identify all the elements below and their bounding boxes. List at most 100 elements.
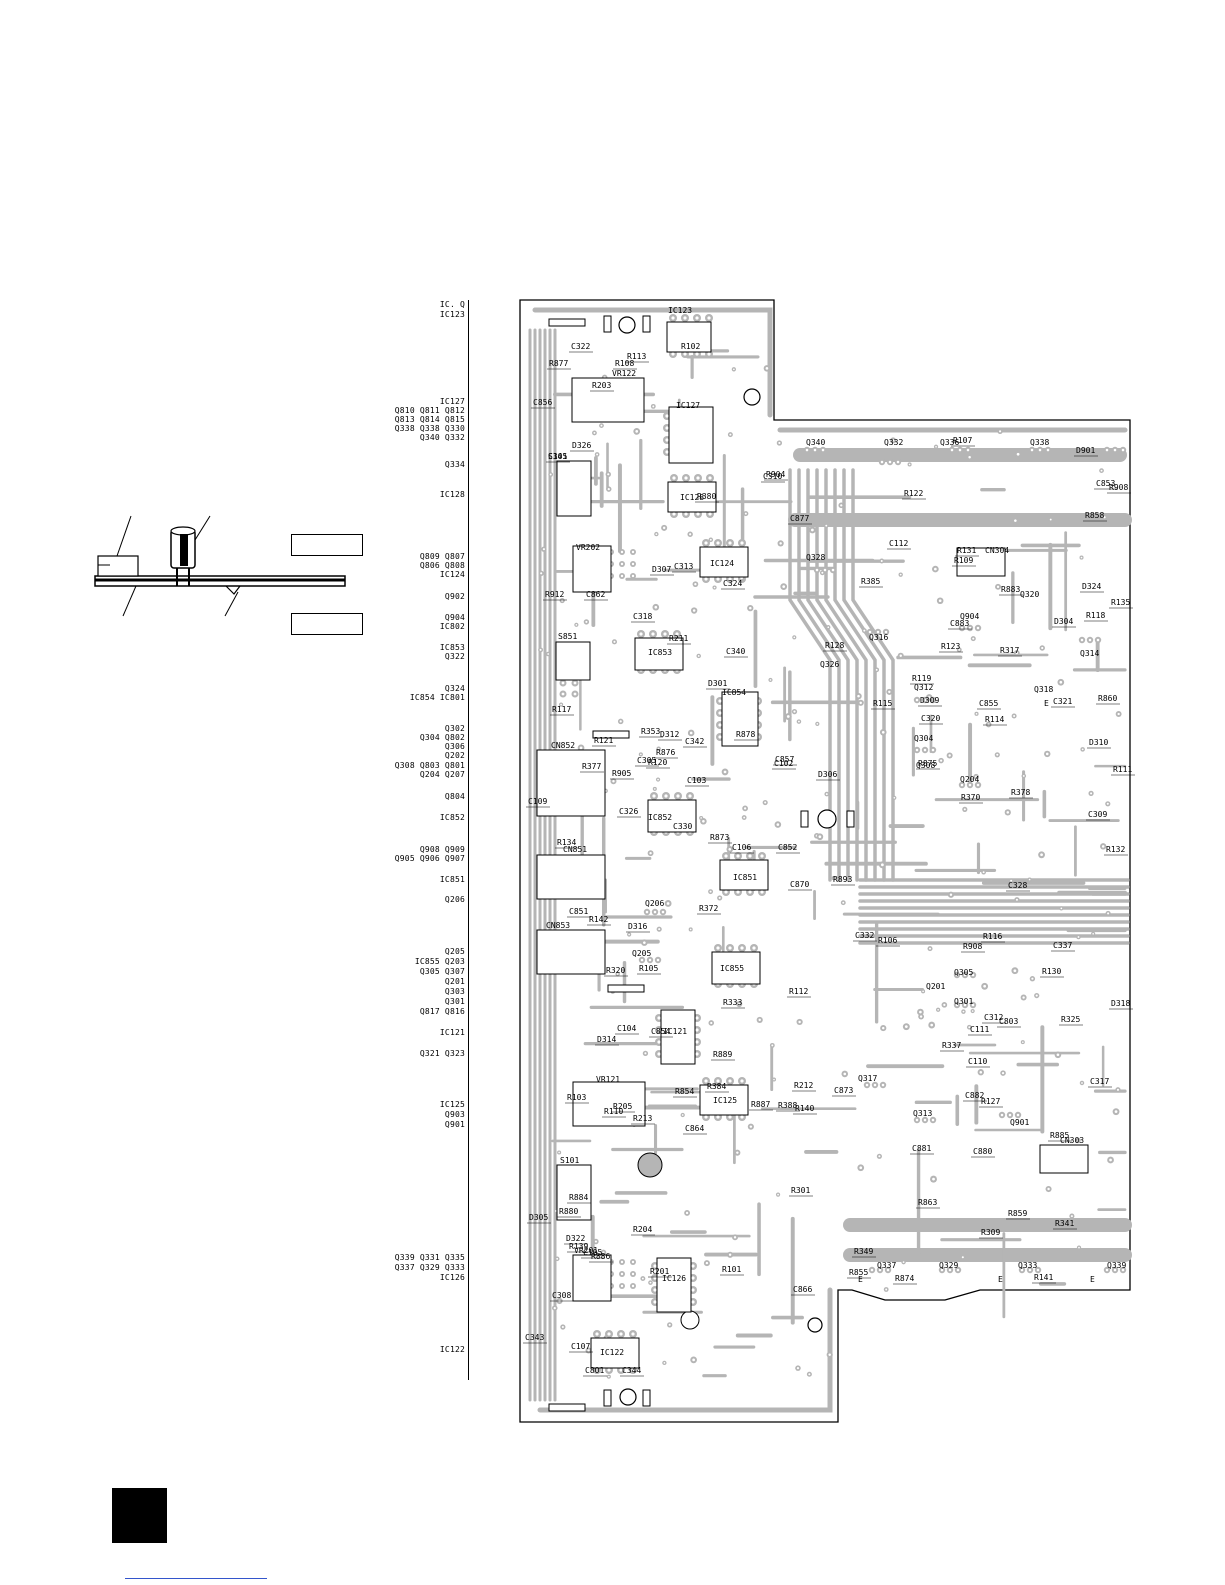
drill-hole bbox=[1016, 452, 1020, 456]
board-label-resistor: R859 bbox=[1008, 1209, 1027, 1218]
drill-hole bbox=[815, 568, 819, 572]
drill-hole bbox=[1046, 448, 1050, 452]
drill-hole bbox=[831, 568, 835, 572]
drill-hole bbox=[931, 1118, 935, 1122]
drill-hole bbox=[880, 460, 884, 464]
drill-hole bbox=[955, 1003, 959, 1007]
reference-list-item: Q304 Q802 bbox=[419, 733, 465, 742]
drill-hole bbox=[620, 562, 624, 566]
board-label-resistor: R863 bbox=[918, 1198, 937, 1207]
board-label-resistor: R878 bbox=[736, 730, 755, 739]
drill-hole bbox=[976, 626, 980, 630]
board-label-resistor: R341 bbox=[1055, 1219, 1074, 1228]
drill-hole bbox=[923, 1118, 927, 1122]
board-label-resistor: R884 bbox=[569, 1193, 588, 1202]
board-label-diode: D301 bbox=[708, 679, 727, 688]
board-label-diode: D314 bbox=[597, 1035, 616, 1044]
drill-hole bbox=[873, 1083, 877, 1087]
drill-hole bbox=[691, 1300, 695, 1304]
drill-hole bbox=[808, 1373, 811, 1376]
footer-link-underline bbox=[125, 1578, 267, 1579]
drill-hole bbox=[1010, 879, 1013, 882]
drill-hole bbox=[619, 720, 622, 723]
board-label-resistor: R889 bbox=[713, 1050, 732, 1059]
drill-hole bbox=[884, 630, 888, 634]
reference-list-item: IC126 bbox=[439, 1273, 465, 1282]
drill-hole bbox=[654, 788, 656, 790]
drill-hole bbox=[728, 1253, 732, 1257]
board-label-capacitor: C111 bbox=[970, 1025, 989, 1034]
board-label-capacitor: C110 bbox=[968, 1057, 987, 1066]
board-label-resistor: R880 bbox=[559, 1207, 578, 1216]
drill-hole bbox=[740, 1115, 744, 1119]
board-label-resistor: R130 bbox=[1042, 967, 1061, 976]
board-label-diode: D306 bbox=[818, 770, 837, 779]
board-label-resistor: R213 bbox=[633, 1114, 652, 1123]
board-label-resistor: R114 bbox=[985, 715, 1004, 724]
board-label-capacitor: C112 bbox=[889, 539, 908, 548]
drill-hole bbox=[1038, 448, 1042, 452]
reference-list-item: Q813 Q814 Q815 bbox=[394, 415, 465, 424]
drill-hole bbox=[608, 1375, 610, 1378]
drill-hole bbox=[859, 1166, 863, 1170]
board-label-connector: CN851 bbox=[563, 845, 587, 854]
drill-hole bbox=[662, 526, 666, 530]
drill-hole bbox=[607, 1332, 611, 1336]
reference-list-divider bbox=[468, 300, 469, 1380]
drill-hole bbox=[771, 1044, 774, 1047]
reference-list-item: Q202 bbox=[444, 751, 465, 760]
drill-hole bbox=[595, 1332, 599, 1336]
board-label-capacitor: C328 bbox=[1008, 881, 1027, 890]
drill-hole bbox=[672, 476, 676, 480]
drill-hole bbox=[653, 910, 657, 914]
board-label-resistor: R119 bbox=[912, 674, 931, 683]
drill-hole bbox=[1070, 1215, 1073, 1218]
drill-hole bbox=[979, 1070, 983, 1074]
board-label-ic: IC852 bbox=[648, 813, 672, 822]
board-label-capacitor: C857 bbox=[775, 755, 794, 764]
board-label-resistor: R131 bbox=[957, 546, 976, 555]
drill-hole bbox=[1105, 448, 1109, 452]
board-label-resistor: R377 bbox=[582, 762, 601, 771]
drill-hole bbox=[695, 1028, 699, 1032]
board-label-capacitor: C883 bbox=[950, 619, 969, 628]
drill-hole bbox=[1081, 1082, 1083, 1084]
drill-hole bbox=[958, 648, 961, 651]
drill-hole bbox=[865, 1083, 869, 1087]
drill-hole bbox=[718, 699, 722, 703]
drill-hole bbox=[704, 1079, 708, 1083]
drill-hole bbox=[904, 1025, 908, 1029]
board-label-transistor: Q336 bbox=[940, 438, 959, 447]
board-label-diode: D318 bbox=[1111, 999, 1130, 1008]
board-label-capacitor: C343 bbox=[525, 1333, 544, 1342]
drill-hole bbox=[663, 1362, 666, 1364]
capacitor-component-icon bbox=[170, 526, 196, 586]
board-label-capacitor: C803 bbox=[999, 1017, 1018, 1026]
drill-hole bbox=[689, 533, 692, 536]
board-label-diode: D326 bbox=[572, 441, 591, 450]
drill-hole bbox=[696, 512, 700, 516]
reference-list-item: Q339 Q331 Q335 bbox=[394, 1253, 465, 1262]
board-label-transistor: Q304 bbox=[914, 734, 933, 743]
mounting-hole bbox=[817, 809, 837, 829]
drill-hole bbox=[825, 524, 828, 527]
board-label-resistor: R140 bbox=[795, 1104, 814, 1113]
board-label-diode: D307 bbox=[652, 565, 671, 574]
reference-list-item: IC851 bbox=[439, 875, 465, 884]
drill-hole bbox=[818, 835, 822, 839]
board-label-capacitor: C312 bbox=[984, 1013, 1003, 1022]
ic-bodies bbox=[536, 321, 1089, 1369]
reference-list-item: Q205 bbox=[444, 947, 465, 956]
drill-hole bbox=[765, 367, 769, 370]
drill-hole bbox=[1121, 1268, 1125, 1272]
drill-hole bbox=[631, 1260, 635, 1264]
drill-hole bbox=[948, 754, 951, 757]
reference-list-item: Q324 bbox=[444, 684, 465, 693]
drill-hole bbox=[842, 901, 845, 904]
drill-hole bbox=[1113, 1268, 1117, 1272]
drill-hole bbox=[881, 730, 885, 734]
drill-hole bbox=[899, 654, 902, 657]
reference-list-item: IC852 bbox=[439, 813, 465, 822]
board-label-capacitor: C866 bbox=[793, 1285, 812, 1294]
drill-hole bbox=[600, 424, 603, 427]
